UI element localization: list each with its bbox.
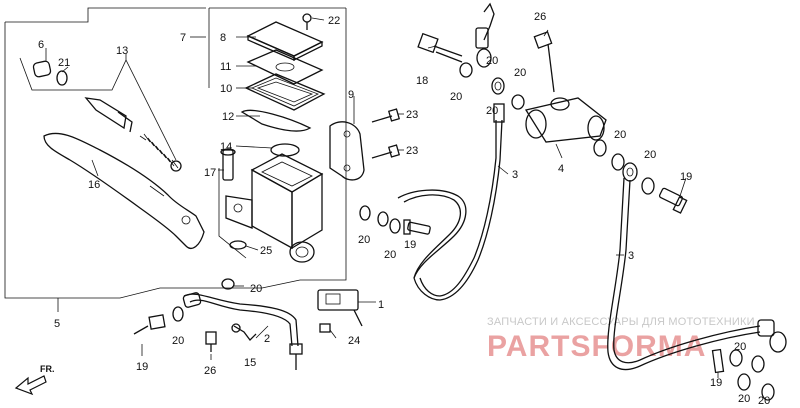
front-direction-arrow: FR. [14,364,55,396]
assembly-outline [4,7,347,312]
three-way-joint [524,31,607,157]
label-3-right-hose: 3 [628,250,634,262]
label-20-l: 20 [738,393,750,405]
label-5: 5 [54,318,60,330]
label-19-bottom-right: 19 [710,377,722,389]
label-19-center: 19 [404,239,416,251]
lower-hose-assembly [133,278,363,370]
label-14: 14 [220,141,232,153]
label-11: 11 [220,61,231,73]
brake-hose-upper [397,103,505,301]
label-20-j: 20 [172,335,184,347]
label-20-d: 20 [514,67,526,79]
label-20-g: 20 [358,234,370,246]
label-10: 10 [220,83,232,95]
label-25: 25 [260,245,272,257]
watermark: ЗАПЧАСТИ И АКСЕССУАРЫ ДЛЯ МОТОТЕХНИКИ PA… [487,316,755,363]
label-18: 18 [416,75,428,87]
label-20-h: 20 [384,249,396,261]
washers-center [359,205,431,235]
label-23-lower: 23 [406,145,418,157]
piston-kit [32,60,182,172]
label-20-f: 20 [644,149,656,161]
label-22: 22 [328,15,340,27]
label-2: 2 [264,333,270,345]
hose-top-fittings [417,2,525,110]
label-13: 13 [116,45,128,57]
holder-clamp [329,121,365,181]
washers-right [611,153,688,214]
label-20-k: 20 [734,341,746,353]
label-26-bottom: 26 [204,365,216,377]
label-20-m: 20 [758,395,770,407]
label-20-e: 20 [614,129,626,141]
label-20-i: 20 [250,283,262,295]
label-7: 7 [180,32,186,44]
label-17: 17 [204,167,216,179]
pivot-bolt [220,148,236,181]
label-9: 9 [348,89,354,101]
label-12: 12 [222,111,234,123]
watermark-brand: PARTSFORMA [487,330,706,363]
reservoir-cap-stack [240,13,326,132]
label-6: 6 [38,39,44,51]
part-labels: 1 2 3 3 4 5 6 7 8 9 10 11 12 13 14 15 16… [38,11,770,407]
leader-lines [19,17,719,378]
label-16: 16 [88,179,100,191]
label-26-top: 26 [534,11,546,23]
label-1: 1 [378,299,384,311]
label-19-lower: 19 [136,361,148,373]
brake-lever [43,132,205,249]
watermark-caption: ЗАПЧАСТИ И АКСЕССУАРЫ ДЛЯ МОТОТЕХНИКИ [487,316,755,328]
front-direction-label: FR. [40,364,55,374]
bolts-23 [371,108,401,159]
label-8: 8 [220,32,226,44]
label-24: 24 [348,335,360,347]
label-21: 21 [58,57,70,69]
label-4: 4 [558,163,564,175]
label-3-upper-hose: 3 [512,169,518,181]
label-20-b: 20 [486,55,498,67]
brake-hose-right [607,177,787,401]
label-19-right: 19 [680,171,692,183]
label-20-c: 20 [486,105,498,117]
label-20-a: 20 [450,91,462,103]
label-15: 15 [244,357,256,369]
master-cylinder [225,143,324,263]
label-23-upper: 23 [406,109,418,121]
